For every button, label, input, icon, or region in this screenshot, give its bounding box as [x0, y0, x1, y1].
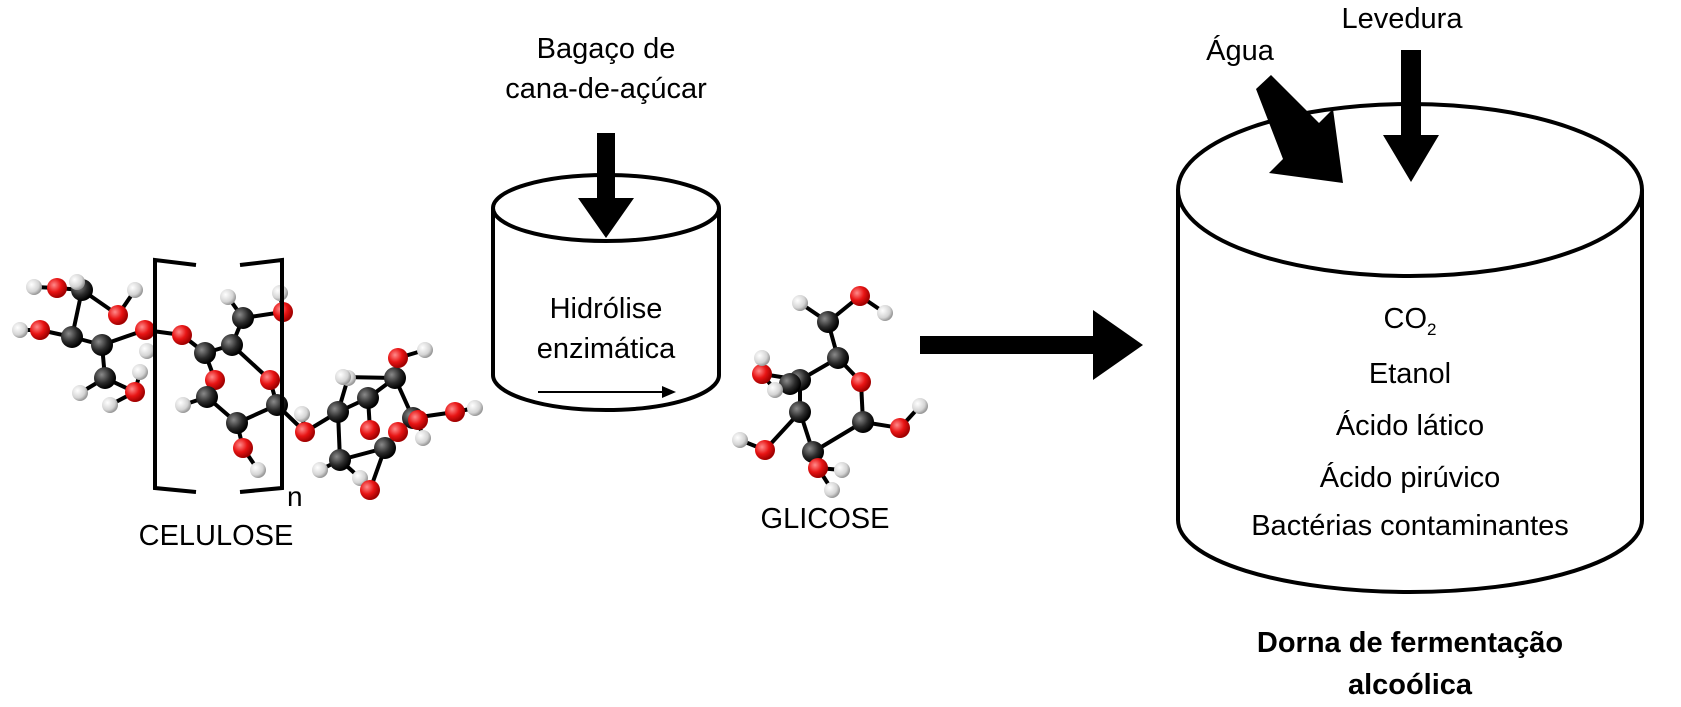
product-co2: CO2 — [1384, 303, 1437, 339]
carbon-atom — [817, 311, 839, 333]
hydrogen-atom — [294, 406, 310, 422]
hydrogen-atom — [824, 482, 840, 498]
carbon-atom — [852, 411, 874, 433]
oxygen-atom — [388, 348, 408, 368]
carbon-atom — [232, 307, 254, 329]
oxygen-atom — [408, 410, 428, 430]
bagasse-label-line2: cana-de-açúcar — [505, 73, 707, 105]
carbon-atom — [196, 386, 218, 408]
product-item: Ácido pirúvico — [1320, 461, 1501, 494]
oxygen-atom — [233, 438, 253, 458]
hydrogen-atom — [69, 274, 85, 290]
oxygen-atom — [851, 372, 871, 392]
hydrogen-atom — [132, 364, 148, 380]
carbon-atom — [94, 367, 116, 389]
cellulose-label: CELULOSE — [139, 520, 294, 552]
hydrogen-atom — [175, 397, 191, 413]
glucose-label: GLICOSE — [761, 503, 890, 535]
hydrogen-atom — [102, 397, 118, 413]
oxygen-atom — [108, 305, 128, 325]
carbon-atom — [802, 441, 824, 463]
co2-subscript: 2 — [1427, 320, 1436, 339]
bagasse-input-arrow — [578, 133, 634, 238]
hydrogen-atom — [467, 400, 483, 416]
hydrogen-atom — [754, 350, 770, 366]
carbon-atom — [384, 367, 406, 389]
oxygen-atom — [850, 286, 870, 306]
hydrolysis-label-line1: Hidrólise — [550, 293, 663, 325]
carbon-atom — [357, 387, 379, 409]
hydrogen-atom — [220, 289, 236, 305]
oxygen-atom — [360, 420, 380, 440]
product-item: Ácido lático — [1336, 409, 1484, 442]
oxygen-atom — [755, 440, 775, 460]
hydrogen-atom — [415, 430, 431, 446]
oxygen-atom — [135, 320, 155, 340]
tank-title-line1: Dorna de fermentação — [1257, 627, 1563, 659]
water-label: Água — [1206, 34, 1275, 67]
bagasse-label-line1: Bagaço de — [537, 33, 676, 65]
hydrogen-atom — [792, 295, 808, 311]
oxygen-atom — [890, 418, 910, 438]
carbon-atom — [194, 342, 216, 364]
oxygen-atom — [125, 382, 145, 402]
oxygen-atom — [205, 370, 225, 390]
carbon-atom — [61, 326, 83, 348]
oxygen-atom — [360, 480, 380, 500]
hydrogen-atom — [12, 322, 28, 338]
oxygen-atom — [260, 370, 280, 390]
carbon-atom — [329, 449, 351, 471]
oxygen-atom — [808, 458, 828, 478]
carbon-atom — [327, 401, 349, 423]
oxygen-atom — [445, 402, 465, 422]
carbon-atom — [779, 373, 801, 395]
hydrogen-atom — [912, 398, 928, 414]
hydrogen-atom — [250, 462, 266, 478]
oxygen-atom — [752, 364, 772, 384]
product-item: Bactérias contaminantes — [1251, 510, 1569, 542]
carbon-atom — [374, 437, 396, 459]
product-item: Etanol — [1369, 358, 1451, 390]
co2-main: CO — [1384, 303, 1428, 335]
carbon-atom — [226, 412, 248, 434]
process-arrow — [920, 310, 1143, 380]
hydrogen-atom — [139, 343, 155, 359]
hydrogen-atom — [767, 382, 783, 398]
oxygen-atom — [388, 422, 408, 442]
hydrogen-atom — [127, 282, 143, 298]
oxygen-atom — [295, 422, 315, 442]
bracket-left — [153, 257, 197, 494]
hydrogen-atom — [877, 305, 893, 321]
hydrogen-atom — [26, 279, 42, 295]
tank-title-line2: alcoólica — [1348, 669, 1473, 701]
hydrogen-atom — [72, 385, 88, 401]
hydrolysis-label-line2: enzimática — [537, 333, 676, 365]
yeast-input-arrow — [1383, 50, 1439, 182]
water-input-arrow — [1256, 75, 1343, 183]
carbon-atom — [827, 347, 849, 369]
oxygen-atom — [30, 320, 50, 340]
carbon-atom — [789, 401, 811, 423]
carbon-atom — [91, 334, 113, 356]
hydrolysis-arrow-head — [662, 386, 676, 398]
bracket-right — [239, 257, 284, 494]
hydrogen-atom — [417, 342, 433, 358]
oxygen-atom — [172, 325, 192, 345]
hydrogen-atom — [335, 369, 351, 385]
yeast-label: Levedura — [1342, 3, 1464, 35]
carbon-atom — [221, 334, 243, 356]
hydrogen-atom — [732, 432, 748, 448]
hydrogen-atom — [312, 462, 328, 478]
cellulose-molecule: n CELULOSE — [12, 257, 483, 552]
oxygen-atom — [47, 278, 67, 298]
hydrogen-atom — [834, 462, 850, 478]
glucose-molecule — [732, 286, 928, 498]
carbon-atom — [266, 394, 288, 416]
cellulose-subscript: n — [287, 481, 303, 512]
